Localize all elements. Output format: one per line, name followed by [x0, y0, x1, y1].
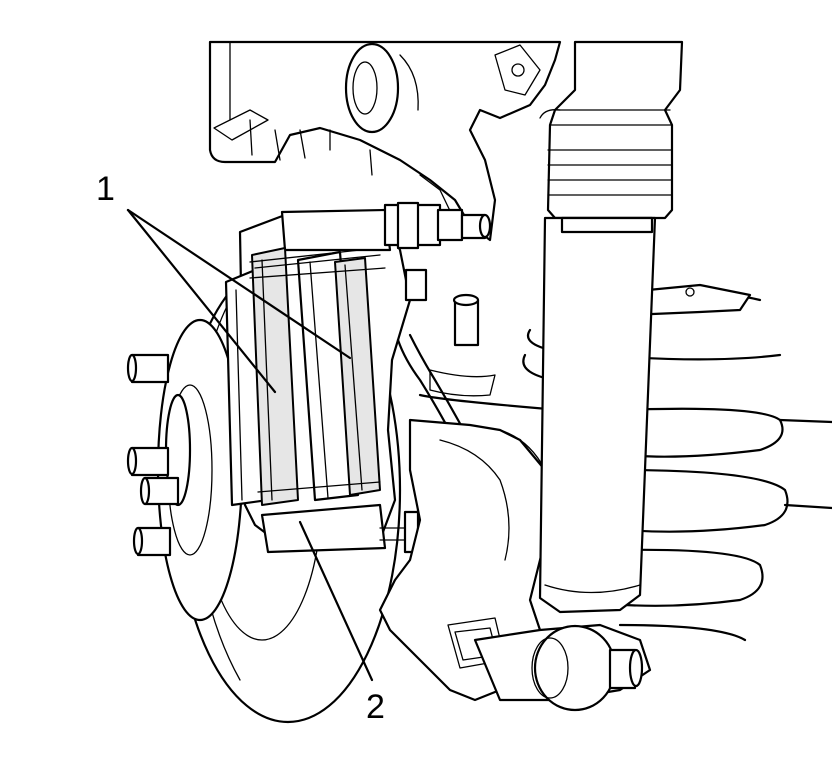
callout-1-leaders: [126, 208, 352, 394]
callout-label-2: 2: [366, 688, 385, 726]
lower-control-arm: [473, 623, 652, 712]
strut-tube: [538, 216, 657, 614]
upper-guide-pin: [383, 201, 492, 250]
upper-knuckle-bracket: [208, 40, 562, 242]
callout-label-1: 1: [96, 170, 115, 208]
callout-2-leader: [298, 520, 374, 682]
brake-pads: [224, 247, 386, 507]
wheel-studs: [126, 353, 180, 557]
strut-upper-body: [539, 40, 684, 220]
